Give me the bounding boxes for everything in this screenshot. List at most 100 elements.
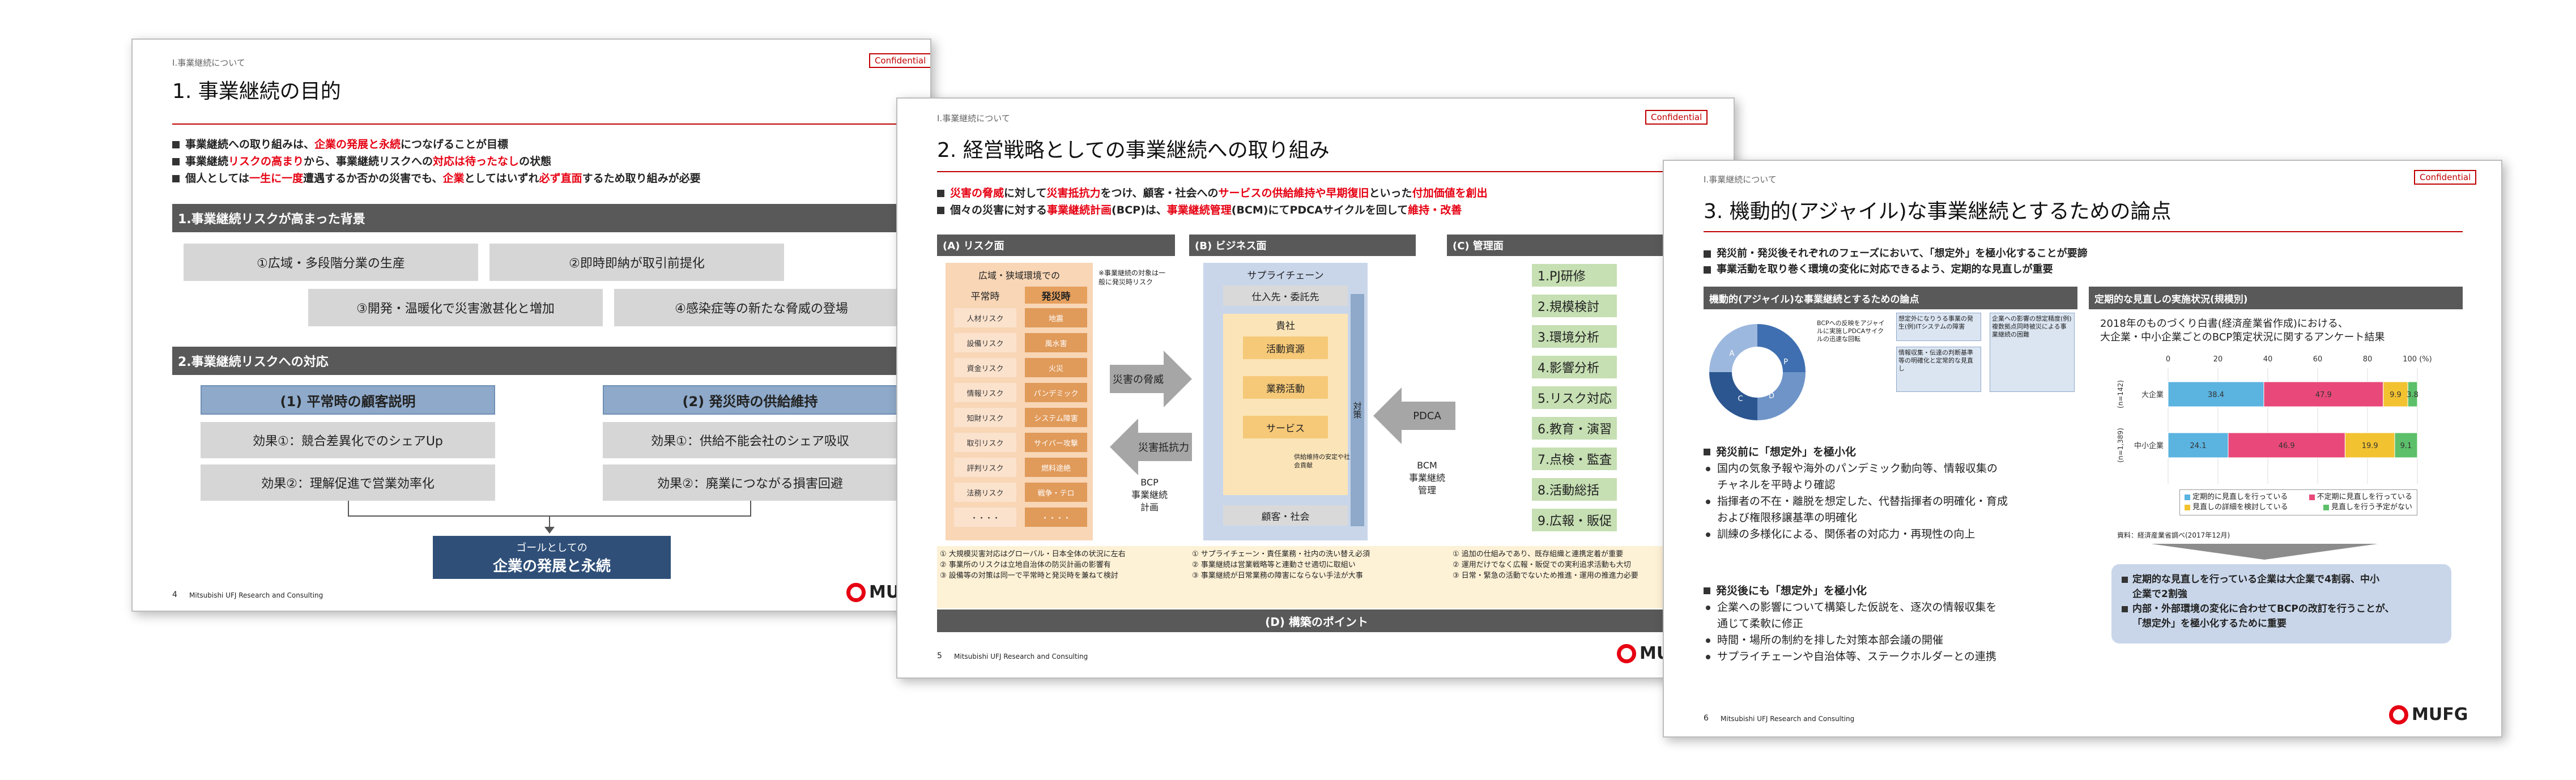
disaster-risk-item: 地震 <box>1025 308 1087 327</box>
post-disaster-list: 発災後にも「想定外」を極小化 企業への影響について構築した仮説を、逐次の情報収集… <box>1704 583 1996 665</box>
normal-risk-item: 人材リスク <box>954 308 1016 327</box>
conclusion-box: 定期的な見直しを行っている企業は大企業で4割弱、中小 企業で2割強 内部・外部環… <box>2111 564 2451 643</box>
slide3-bullets: 発災前・発災後それぞれのフェーズにおいて、「想定外」を極小化することが要諦 事業… <box>1704 246 2088 278</box>
disaster-time-header: (2) 発災時の供給維持 <box>603 385 897 415</box>
left-effect-1: 効果①：競合差異化でのシェアUp <box>201 422 495 458</box>
callout-info: 情報収集・伝達の判断基準等の明確化と定常的な見直し <box>1896 347 1981 392</box>
bar-segment <box>2383 381 2408 407</box>
management-step: 5.リスク対応 <box>1532 386 1617 409</box>
title-rule <box>937 171 1696 172</box>
slide-6[interactable]: Ⅰ.事業継続について Confidential 3. 機動的(アジャイル)な事業… <box>1663 160 2502 738</box>
slide-5[interactable]: Ⅰ.事業継続について Confidential 2. 経営戦略としての事業継続へ… <box>896 97 1735 679</box>
resist-label: 災害抵抗力 <box>1138 442 1189 454</box>
list-item: および権限移譲基準の明確化 <box>1717 512 1858 524</box>
management-step: 4.影響分析 <box>1532 356 1617 378</box>
page-number: 5 <box>937 651 942 660</box>
management-step: 7.点検・監査 <box>1532 447 1617 470</box>
data-label: 24.1 <box>2190 442 2207 450</box>
service-box: サービス <box>1243 416 1328 438</box>
normal-risk-item: 取引リスク <box>954 433 1016 452</box>
legend-item: 定期的に見直しを行っている <box>2185 492 2288 502</box>
data-label: 9.9 <box>2390 391 2402 399</box>
section-breadcrumb: Ⅰ.事業継続について <box>937 113 1010 123</box>
management-step: 8.活動総括 <box>1532 478 1617 501</box>
slide-title: 3. 機動的(アジャイル)な事業継続とするための論点 <box>1704 200 2171 223</box>
review-status-header: 定期的な見直しの実施状況(規模別) <box>2089 287 2463 309</box>
supply-chain-label: サプライチェーン <box>1247 270 1324 282</box>
normal-risk-item: 設備リスク <box>954 333 1016 352</box>
bullet-1: 災害の脅威に対して災害抵抗力をつけ、顧客・社会へのサービスの供給維持や早期復旧と… <box>937 185 1488 202</box>
slide-title: 2. 経営戦略としての事業継続への取り組み <box>937 139 1330 162</box>
slide1-bullets: 事業継続への取り組みは、企業の発展と永続につなげることが目標 事業継続リスクの高… <box>172 136 701 187</box>
x-tick-label: 40 <box>2263 355 2273 364</box>
chart-caption: 2018年のものづくり白書(経済産業省作成)における、大企業・中小企業ごとのBC… <box>2100 318 2385 343</box>
list-item: 訓練の多様化による、関係者の対応力・再現性の向上 <box>1704 526 2008 543</box>
connector <box>348 501 349 515</box>
risk-box-3: ③開発・温暖化で災害激甚化と増加 <box>308 289 603 326</box>
disaster-risk-item: システム障害 <box>1025 408 1087 427</box>
slide-4[interactable]: Ⅰ.事業継続について Confidential 1. 事業継続の目的 事業継続へ… <box>131 39 931 612</box>
bar-segment <box>2407 381 2418 407</box>
section-breadcrumb: Ⅰ.事業継続について <box>172 58 245 68</box>
list-item: チャネルを平時より確認 <box>1717 479 1836 491</box>
management-step: 2.規模検討 <box>1532 295 1617 317</box>
page-number: 4 <box>172 590 177 599</box>
countermeasure-label: 対策 <box>1352 402 1362 419</box>
category-label: 中小企業 <box>2134 441 2164 450</box>
category-count: (n=142) <box>2117 380 2124 408</box>
bar-segment <box>2228 432 2345 458</box>
callout-unexpected: 想定外になりうる事業の発生(例)ITシステムの障害 <box>1896 313 1981 341</box>
pdca-cycle-icon <box>1709 324 1806 420</box>
x-tick-label: 0 <box>2166 355 2170 364</box>
supply-note: 供給維持の安定や社会貢献 <box>1294 453 1350 469</box>
bullet-2: 事業継続リスクの高まりから、事業継続リスクへの対応は待ったなしの状態 <box>172 153 701 170</box>
normal-time-header: (1) 平常時の顧客説明 <box>201 385 495 415</box>
disaster-risk-item: ・・・・ <box>1025 508 1087 527</box>
business-aspect-header: (B) ビジネス面 <box>1189 235 1416 256</box>
threat-label: 災害の脅威 <box>1113 374 1164 386</box>
supplier-box: 仕入先・委託先 <box>1223 285 1348 306</box>
page-number: 6 <box>1704 714 1709 723</box>
normal-risk-item: 評判リスク <box>954 458 1016 477</box>
chart-source: 資料：経済産業省調べ(2017年12月) <box>2117 531 2230 539</box>
goal-label: ゴールとしての <box>516 542 587 554</box>
management-aspect-header: (C) 管理面 <box>1447 235 1696 256</box>
data-label: 47.9 <box>2315 391 2332 399</box>
goal-box: ゴールとしての 企業の発展と永続 <box>433 536 671 579</box>
goal-text: 企業の発展と永続 <box>492 557 611 575</box>
risk-aspect-header: (A) リスク面 <box>937 235 1175 256</box>
management-step: 6.教育・演習 <box>1532 417 1617 440</box>
callout-impact: 企業への影響の想定精度(例)複数拠点同時被災による事業継続の困難 <box>1990 313 2075 392</box>
company-footer: Mitsubishi UFJ Research and Consulting <box>1721 715 1855 723</box>
chart-legend: 定期的に見直しを行っている不定期に見直しを行っている 見直しの詳細を検討している… <box>2179 489 2417 515</box>
x-tick-label: 80 <box>2363 355 2373 364</box>
disaster-risk-item: 燃料途絶 <box>1025 458 1087 477</box>
disaster-risk-item: サイバー攻撃 <box>1025 433 1087 452</box>
bar-segment <box>2168 432 2229 458</box>
bar-segment <box>2394 432 2418 458</box>
pdca-arrow-body <box>1402 402 1455 430</box>
pdca-label: PDCA <box>1413 410 1441 422</box>
list-item: 国内の気象予報や海外のパンデミック動向等、情報収集の <box>1704 461 2008 477</box>
down-arrow-icon <box>2151 544 2378 560</box>
disaster-risk-item: 戦争・テロ <box>1025 483 1087 502</box>
connector <box>549 515 550 528</box>
data-label: 3.8 <box>2407 391 2419 399</box>
data-label: 38.4 <box>2208 391 2224 399</box>
disaster-risk-item: パンデミック <box>1025 383 1087 402</box>
legend-item: 見直しを行う予定がない <box>2323 502 2412 513</box>
management-step: 3.環境分析 <box>1532 325 1617 348</box>
down-arrow-icon <box>544 527 555 534</box>
legend-item: 見直しの詳細を検討している <box>2185 502 2288 513</box>
disaster-col-head: 発災時 <box>1025 287 1087 304</box>
post-disaster-head: 発災後にも「想定外」を極小化 <box>1704 583 1996 599</box>
mufg-logo-icon <box>1617 643 1636 663</box>
slide-title: 1. 事業継続の目的 <box>172 80 341 103</box>
risk-box-1: ①広域・多段階分業の生産 <box>184 244 478 281</box>
bar-segment <box>2344 432 2395 458</box>
resist-arrow-body <box>1138 433 1192 461</box>
x-tick-label: 60 <box>2313 355 2323 364</box>
